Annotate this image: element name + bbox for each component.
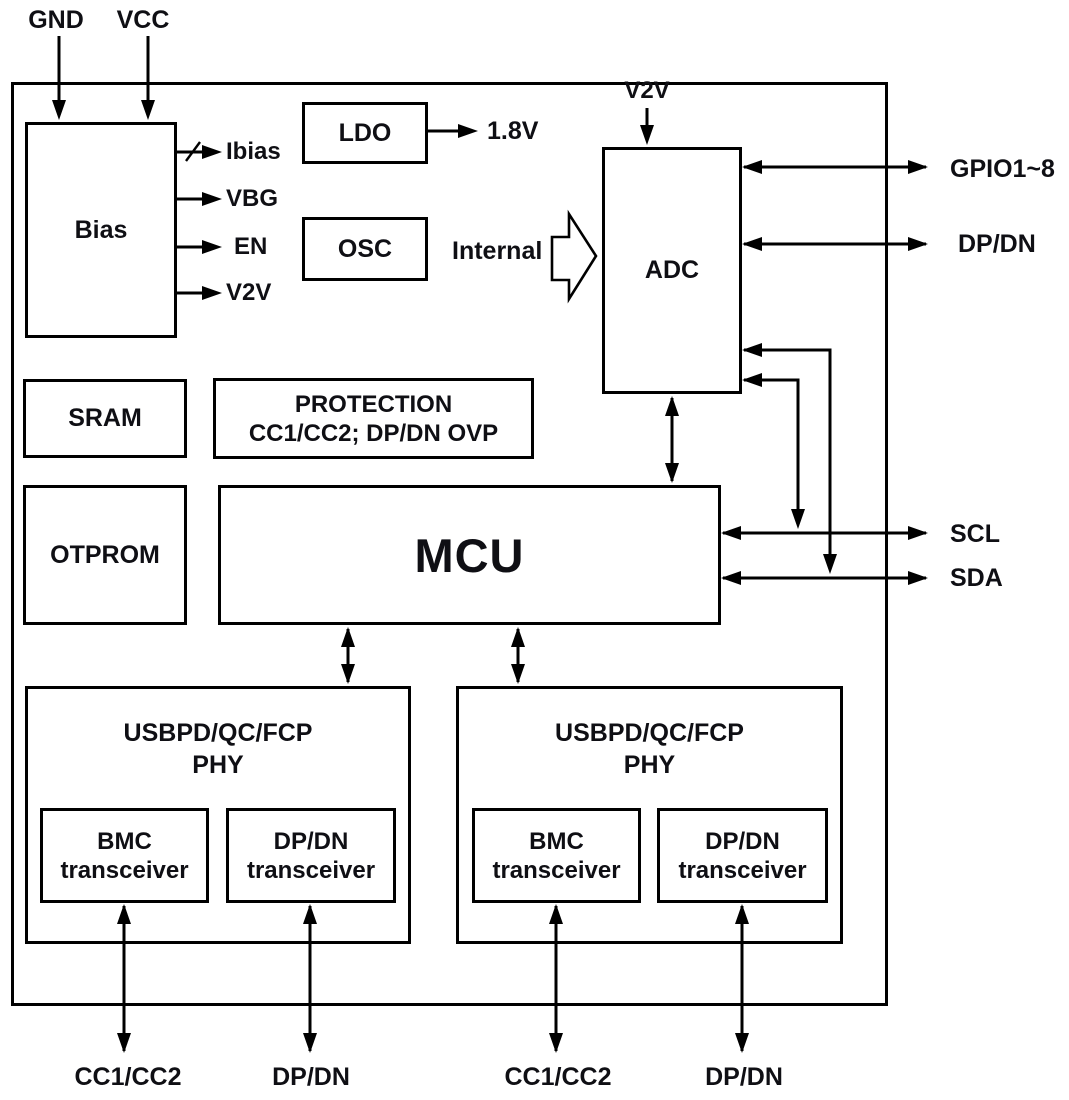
bias-output-v2v: V2V bbox=[226, 279, 272, 306]
phy-right-title-line1: USBPD/QC/FCP bbox=[555, 719, 744, 747]
bias-output-ibias: Ibias bbox=[226, 138, 281, 165]
phy-left-title: USBPD/QC/FCP PHY bbox=[28, 717, 408, 781]
dpdn-left-line1: DP/DN bbox=[273, 827, 349, 855]
pin-label-dpdn-right: DP/DN bbox=[958, 230, 1036, 258]
sram-label: SRAM bbox=[68, 404, 142, 432]
dpdn-transceiver-left: DP/DN transceiver bbox=[226, 808, 396, 903]
pin-label-gnd: GND bbox=[28, 6, 84, 34]
otprom-block: OTPROM bbox=[23, 485, 187, 625]
adc-supply-label: V2V bbox=[624, 77, 670, 104]
dpdn-transceiver-right: DP/DN transceiver bbox=[657, 808, 828, 903]
bmc-right-line2: transceiver bbox=[492, 856, 621, 884]
pin-label-cc1cc2-right: CC1/CC2 bbox=[504, 1063, 612, 1091]
otprom-label: OTPROM bbox=[50, 540, 160, 569]
bmc-left-line1: BMC bbox=[97, 827, 152, 855]
mcu-block: MCU bbox=[218, 485, 721, 625]
pin-label-gpio: GPIO1~8 bbox=[950, 155, 1055, 183]
protection-label-line2: CC1/CC2; DP/DN OVP bbox=[248, 419, 499, 447]
ldo-output-label: 1.8V bbox=[487, 117, 539, 145]
osc-block: OSC bbox=[302, 217, 428, 281]
dpdn-left-line2: transceiver bbox=[246, 856, 376, 884]
ldo-label: LDO bbox=[338, 118, 392, 147]
pin-label-sda: SDA bbox=[950, 564, 1003, 592]
protection-block: PROTECTION CC1/CC2; DP/DN OVP bbox=[213, 378, 534, 459]
phy-right-title: USBPD/QC/FCP PHY bbox=[459, 717, 840, 781]
dpdn-right-line1: DP/DN bbox=[705, 827, 780, 855]
ldo-block: LDO bbox=[302, 102, 428, 164]
pin-label-cc1cc2-left: CC1/CC2 bbox=[74, 1063, 182, 1091]
bias-output-en: EN bbox=[234, 233, 268, 260]
dpdn-right-line2: transceiver bbox=[678, 856, 807, 884]
bmc-transceiver-left: BMC transceiver bbox=[40, 808, 209, 903]
bias-block: Bias bbox=[25, 122, 177, 338]
pin-label-scl: SCL bbox=[950, 520, 1000, 548]
bmc-transceiver-right: BMC transceiver bbox=[472, 808, 641, 903]
chip-boundary bbox=[11, 82, 888, 1006]
osc-label: OSC bbox=[337, 234, 393, 263]
phy-left-title-line1: USBPD/QC/FCP bbox=[123, 719, 313, 747]
bias-output-vbg: VBG bbox=[226, 185, 279, 212]
sram-block: SRAM bbox=[23, 379, 187, 458]
pin-label-dpdn-bottom-right: DP/DN bbox=[705, 1063, 783, 1091]
mcu-label: MCU bbox=[414, 528, 525, 582]
adc-label: ADC bbox=[644, 256, 700, 284]
phy-left-title-line2: PHY bbox=[192, 751, 244, 779]
adc-block: ADC bbox=[602, 147, 742, 394]
internal-clock-label: Internal bbox=[452, 237, 543, 265]
phy-right-title-line2: PHY bbox=[623, 751, 676, 779]
protection-label-line1: PROTECTION bbox=[294, 390, 453, 418]
pin-label-dpdn-left: DP/DN bbox=[272, 1063, 350, 1091]
pin-label-vcc: VCC bbox=[116, 6, 170, 34]
bias-label: Bias bbox=[74, 215, 128, 244]
bmc-left-line2: transceiver bbox=[60, 856, 189, 884]
bmc-right-line1: BMC bbox=[529, 827, 584, 855]
